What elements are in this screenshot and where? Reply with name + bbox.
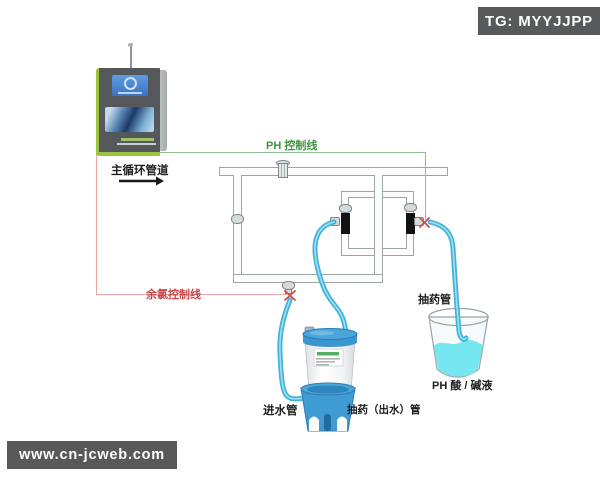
controller-screen bbox=[112, 75, 148, 96]
water-inlet-pipe-label: 进水管 bbox=[263, 405, 298, 417]
controller-side-panel bbox=[156, 70, 167, 151]
ph-solution-label: PH 酸 / 碱液 bbox=[432, 380, 493, 392]
main-pipe-label: 主循环管道 bbox=[111, 165, 169, 177]
pump-base-notch-left bbox=[309, 416, 319, 431]
left-injection-port bbox=[330, 217, 340, 226]
dose-outlet-pipe-label: 抽药（出水）管 bbox=[347, 404, 421, 416]
controller-display-window bbox=[105, 107, 154, 132]
branch-union-nut bbox=[231, 214, 244, 224]
tg-watermark-badge: TG: MYYJJPP bbox=[478, 7, 600, 35]
bucket-body bbox=[428, 316, 489, 378]
left-sensor-nut bbox=[339, 204, 352, 213]
chemical-bucket bbox=[428, 307, 489, 378]
ph-control-line-label: PH 控制线 bbox=[266, 140, 318, 152]
pump-base-slot bbox=[324, 414, 331, 431]
ph-control-wire-vertical bbox=[425, 152, 426, 220]
screen-text-line bbox=[118, 92, 142, 94]
website-watermark-badge: www.cn-jcweb.com bbox=[7, 441, 177, 469]
dosing-point-stem bbox=[285, 289, 292, 294]
main-circulation-pipe bbox=[219, 167, 448, 176]
pipe-union-fitting bbox=[278, 163, 288, 178]
bucket-rim bbox=[428, 307, 489, 327]
pump-base-rim bbox=[300, 382, 356, 396]
pump-lid bbox=[303, 334, 357, 342]
water-inlet-tube bbox=[277, 297, 307, 402]
screen-logo-icon bbox=[123, 77, 137, 90]
ph-control-wire-horizontal bbox=[117, 152, 426, 153]
bypass-return-pipe bbox=[233, 274, 383, 283]
pump-top-fitting bbox=[304, 326, 315, 336]
bypass-left-pipe bbox=[233, 175, 242, 279]
chlorine-control-wire-vertical bbox=[96, 151, 97, 295]
bucket-liquid bbox=[434, 339, 483, 377]
antenna-icon bbox=[130, 45, 132, 70]
chlorine-control-wire-horizontal bbox=[96, 294, 287, 295]
right-sensor-nut bbox=[404, 203, 417, 212]
right-suction-port bbox=[414, 217, 424, 226]
pump-base-notch-right bbox=[337, 416, 347, 431]
chlorine-control-line-label: 余氯控制线 bbox=[146, 289, 201, 301]
chemical-suction-tube bbox=[427, 219, 469, 342]
controller-label-line-2 bbox=[117, 143, 156, 145]
right-electrode-sensor bbox=[406, 213, 415, 234]
suction-pipe-label: 抽药管 bbox=[418, 294, 451, 306]
pump-body bbox=[304, 339, 356, 392]
controller-label-line-1 bbox=[121, 138, 154, 141]
pump-label bbox=[313, 348, 344, 367]
left-electrode-sensor bbox=[341, 213, 350, 234]
antenna-tip bbox=[128, 43, 133, 47]
bypass-middle-pipe bbox=[374, 175, 383, 279]
